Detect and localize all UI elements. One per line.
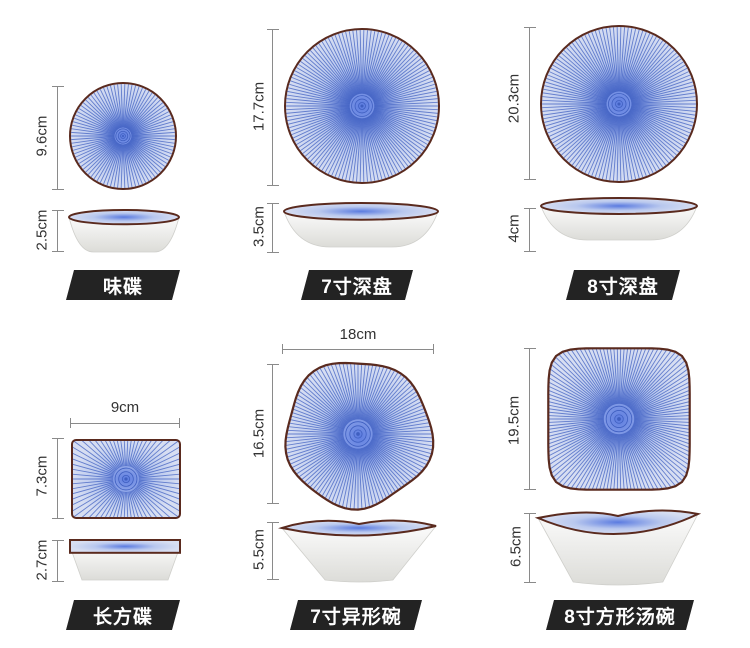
diameter-dimension-line bbox=[265, 364, 281, 504]
diameter-dimension-line bbox=[265, 29, 281, 186]
diameter-dimension-line bbox=[522, 348, 538, 490]
diameter-label: 9.6cm bbox=[33, 115, 51, 157]
diameter-label: 20.3cm bbox=[505, 73, 523, 124]
height-dimension-line bbox=[522, 513, 538, 583]
height-dimension-line bbox=[265, 522, 281, 580]
height-dimension-line bbox=[50, 210, 66, 252]
height-label: 4cm bbox=[505, 214, 523, 243]
height-label: 2.5cm bbox=[33, 209, 51, 251]
diameter-dimension-line bbox=[522, 27, 538, 180]
height-label: 3.5cm bbox=[250, 206, 268, 247]
diameter-dimension-line bbox=[50, 438, 66, 519]
diameter-dimension-line bbox=[50, 86, 66, 190]
product-name-badge: 味碟 bbox=[66, 270, 180, 300]
height-dimension-line bbox=[265, 203, 281, 253]
height-dimension-line bbox=[522, 208, 538, 252]
product-name-badge: 7寸异形碗 bbox=[290, 600, 422, 630]
height-dimension-line bbox=[50, 540, 66, 582]
width-dimension-line bbox=[70, 418, 180, 428]
height-label: 5.5cm bbox=[250, 529, 268, 570]
diameter-label: 16.5cm bbox=[250, 408, 268, 459]
diameter-label: 7.3cm bbox=[33, 455, 51, 497]
product-name-badge: 8寸深盘 bbox=[566, 270, 680, 300]
product-name-badge: 长方碟 bbox=[66, 600, 180, 630]
product-name-badge: 8寸方形汤碗 bbox=[546, 600, 694, 630]
diameter-label: 19.5cm bbox=[505, 395, 523, 446]
width-dimension-line bbox=[282, 344, 434, 354]
product-name-badge: 7寸深盘 bbox=[301, 270, 413, 300]
width-label: 9cm bbox=[110, 399, 140, 416]
width-label: 18cm bbox=[339, 326, 377, 343]
height-label: 6.5cm bbox=[507, 526, 525, 567]
height-label: 2.7cm bbox=[33, 539, 51, 581]
diameter-label: 17.7cm bbox=[250, 81, 268, 132]
